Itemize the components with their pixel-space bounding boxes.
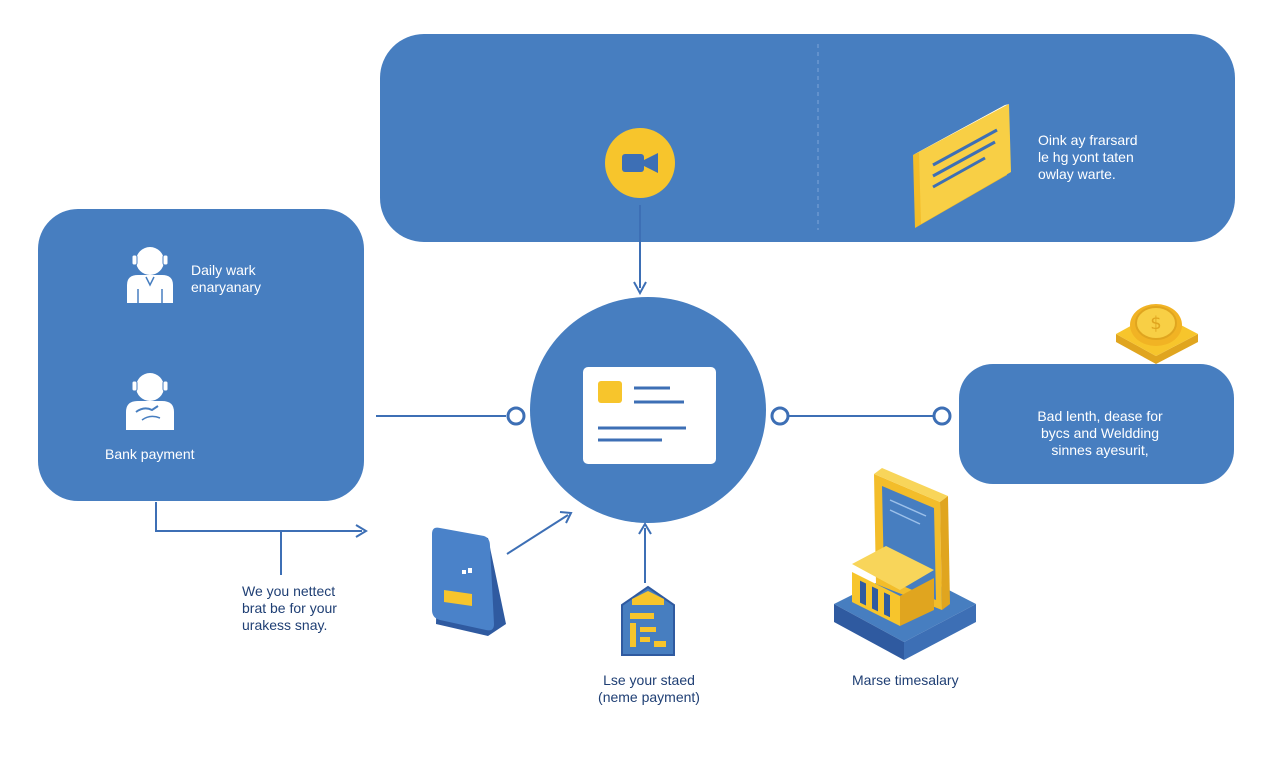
person-icon: [127, 247, 173, 303]
left-elbow-arrow-head: [355, 524, 368, 538]
right-panel-line-3: sinnes ayesurit,: [1051, 442, 1149, 458]
bank-building-icon: [834, 468, 976, 660]
top-panel-line-3: owlay warte.: [1038, 166, 1116, 182]
top-panel-line-2: le hg yont taten: [1038, 149, 1134, 165]
video-camera-icon: [605, 128, 675, 198]
phone-to-hub-line: [506, 514, 569, 555]
house-icon: [621, 585, 675, 656]
bottom-left-note-line-3: urakess snay.: [242, 617, 328, 633]
person1-label: Daily wark enaryanary: [191, 262, 261, 296]
top-panel-line-1: Oink ay frarsard: [1038, 132, 1138, 148]
document-icon: [913, 104, 1011, 228]
bottom-center-note-line-2: (neme payment): [598, 689, 700, 705]
left-panel: [38, 209, 364, 501]
svg-text:$: $: [1150, 313, 1161, 334]
arrow-head-down: [633, 281, 647, 296]
top-panel: [380, 34, 1235, 242]
bottom-center-note-line-1: Lse your staed: [603, 672, 695, 688]
right-connector-node-1: [770, 406, 790, 426]
coin-icon: $: [1116, 304, 1198, 364]
person-icon: [126, 373, 174, 430]
bottom-center-note: Lse your staed (neme payment): [580, 672, 718, 706]
bottom-left-note: We you nettect brat be for your urakess …: [242, 583, 337, 634]
right-panel-line-1: Bad lenth, dease for: [1037, 408, 1163, 424]
top-panel-text: Oink ay frarsard le hg yont taten owlay …: [1038, 132, 1138, 183]
right-panel-line-2: bycs and Weldding: [1040, 425, 1160, 441]
right-panel-text: Bad lenth, dease for bycs and Weldding s…: [1000, 408, 1200, 459]
house-to-hub-arrow-head: [638, 522, 652, 535]
bank-payment-label: Bank payment: [105, 446, 195, 462]
phone-icon: [432, 527, 506, 636]
bottom-left-note-line-1: We you nettect: [242, 583, 336, 599]
person1-label-line-1: Daily wark: [191, 262, 256, 278]
phone-to-hub-arrow-head: [559, 511, 573, 524]
bottom-right-note: Marse timesalary: [852, 672, 959, 688]
left-elbow-line: [155, 502, 362, 532]
right-connector-node-2: [932, 406, 952, 426]
right-panel: [959, 364, 1234, 484]
left-connector-node: [506, 406, 526, 426]
bottom-left-note-line-2: brat be for your: [242, 600, 337, 616]
id-card-icon: [583, 367, 716, 464]
person1-label-line-2: enaryanary: [191, 279, 262, 295]
